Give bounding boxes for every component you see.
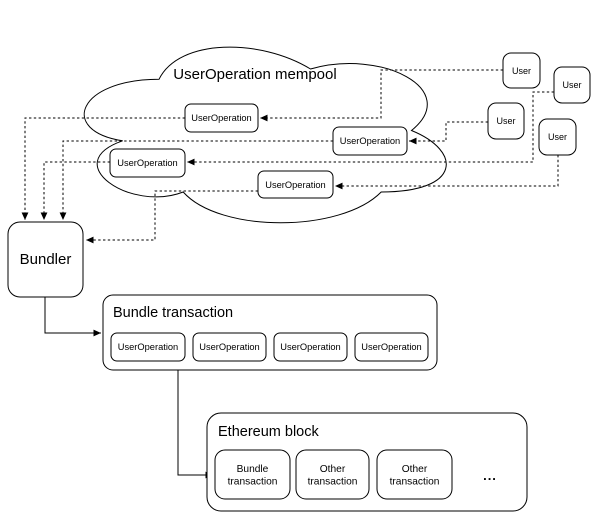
- bundle-userop-box-3: [273, 332, 348, 362]
- eth-more-transactions-ellipsis: ...: [483, 468, 497, 483]
- mempool-userop-box-2: [332, 126, 408, 156]
- mempool-userop-label-4: UserOperation: [265, 180, 325, 190]
- user-box-2: [553, 66, 591, 104]
- mempool-userop-box-3: [109, 148, 186, 178]
- mempool-userop-label-2: UserOperation: [340, 136, 400, 146]
- user-box-4: [538, 118, 577, 156]
- user-label-3: User: [496, 116, 515, 126]
- edge-userop2-to-bundler: [59, 140, 333, 220]
- eth-bundle-tx-label-line1: Bundle: [237, 464, 269, 475]
- edge-user2-to-userop3: [187, 91, 554, 166]
- bundle-userop-box-2: [192, 332, 267, 362]
- user-label-1: User: [512, 66, 531, 76]
- bundler-label: Bundler: [20, 251, 72, 268]
- bundle-userop-box-1: [110, 332, 186, 362]
- edge-bundler-to-bundle-transaction: [44, 297, 101, 337]
- bundle-transaction-container: [102, 294, 438, 371]
- bundle-userop-label-1: UserOperation: [118, 342, 178, 352]
- eth-other-transaction-box-1: [295, 449, 370, 500]
- mempool-userop-label-1: UserOperation: [191, 113, 251, 123]
- bundle-transaction-title: Bundle transaction: [113, 305, 233, 321]
- user-label-2: User: [562, 80, 581, 90]
- mempool-userop-label-3: UserOperation: [117, 158, 177, 168]
- user-box-1: [502, 52, 541, 89]
- eth-bundle-transaction-box: [214, 449, 291, 500]
- edge-user3-to-userop2: [409, 121, 488, 145]
- ethereum-block-title: Ethereum block: [218, 424, 319, 440]
- bundler-box: [7, 221, 84, 298]
- eth-other-tx-label-2-line1: Other: [402, 464, 428, 475]
- eth-other-tx-label-1-line2: transaction: [308, 477, 358, 488]
- eth-bundle-tx-label-line2: transaction: [228, 477, 278, 488]
- edge-user4-to-userop4: [335, 155, 559, 190]
- user-label-4: User: [548, 132, 567, 142]
- eth-other-transaction-box-2: [376, 449, 453, 500]
- bundle-userop-label-4: UserOperation: [361, 342, 421, 352]
- mempool-userop-box-1: [184, 103, 259, 133]
- edge-bundle-transaction-to-ethereum-block: [177, 370, 213, 479]
- eth-other-tx-label-1-line1: Other: [320, 464, 346, 475]
- bundle-userop-label-2: UserOperation: [199, 342, 259, 352]
- mempool-title: UserOperation mempool: [173, 66, 336, 83]
- mempool-cloud-shape: [83, 46, 447, 224]
- eth-other-tx-label-2-line2: transaction: [390, 477, 440, 488]
- edge-user1-to-userop1: [260, 69, 503, 122]
- user-box-3: [487, 102, 525, 140]
- bundle-userop-label-3: UserOperation: [280, 342, 340, 352]
- bundle-userop-box-4: [354, 332, 429, 362]
- mempool-userop-box-4: [257, 170, 334, 199]
- edge-userop1-to-bundler: [21, 117, 185, 220]
